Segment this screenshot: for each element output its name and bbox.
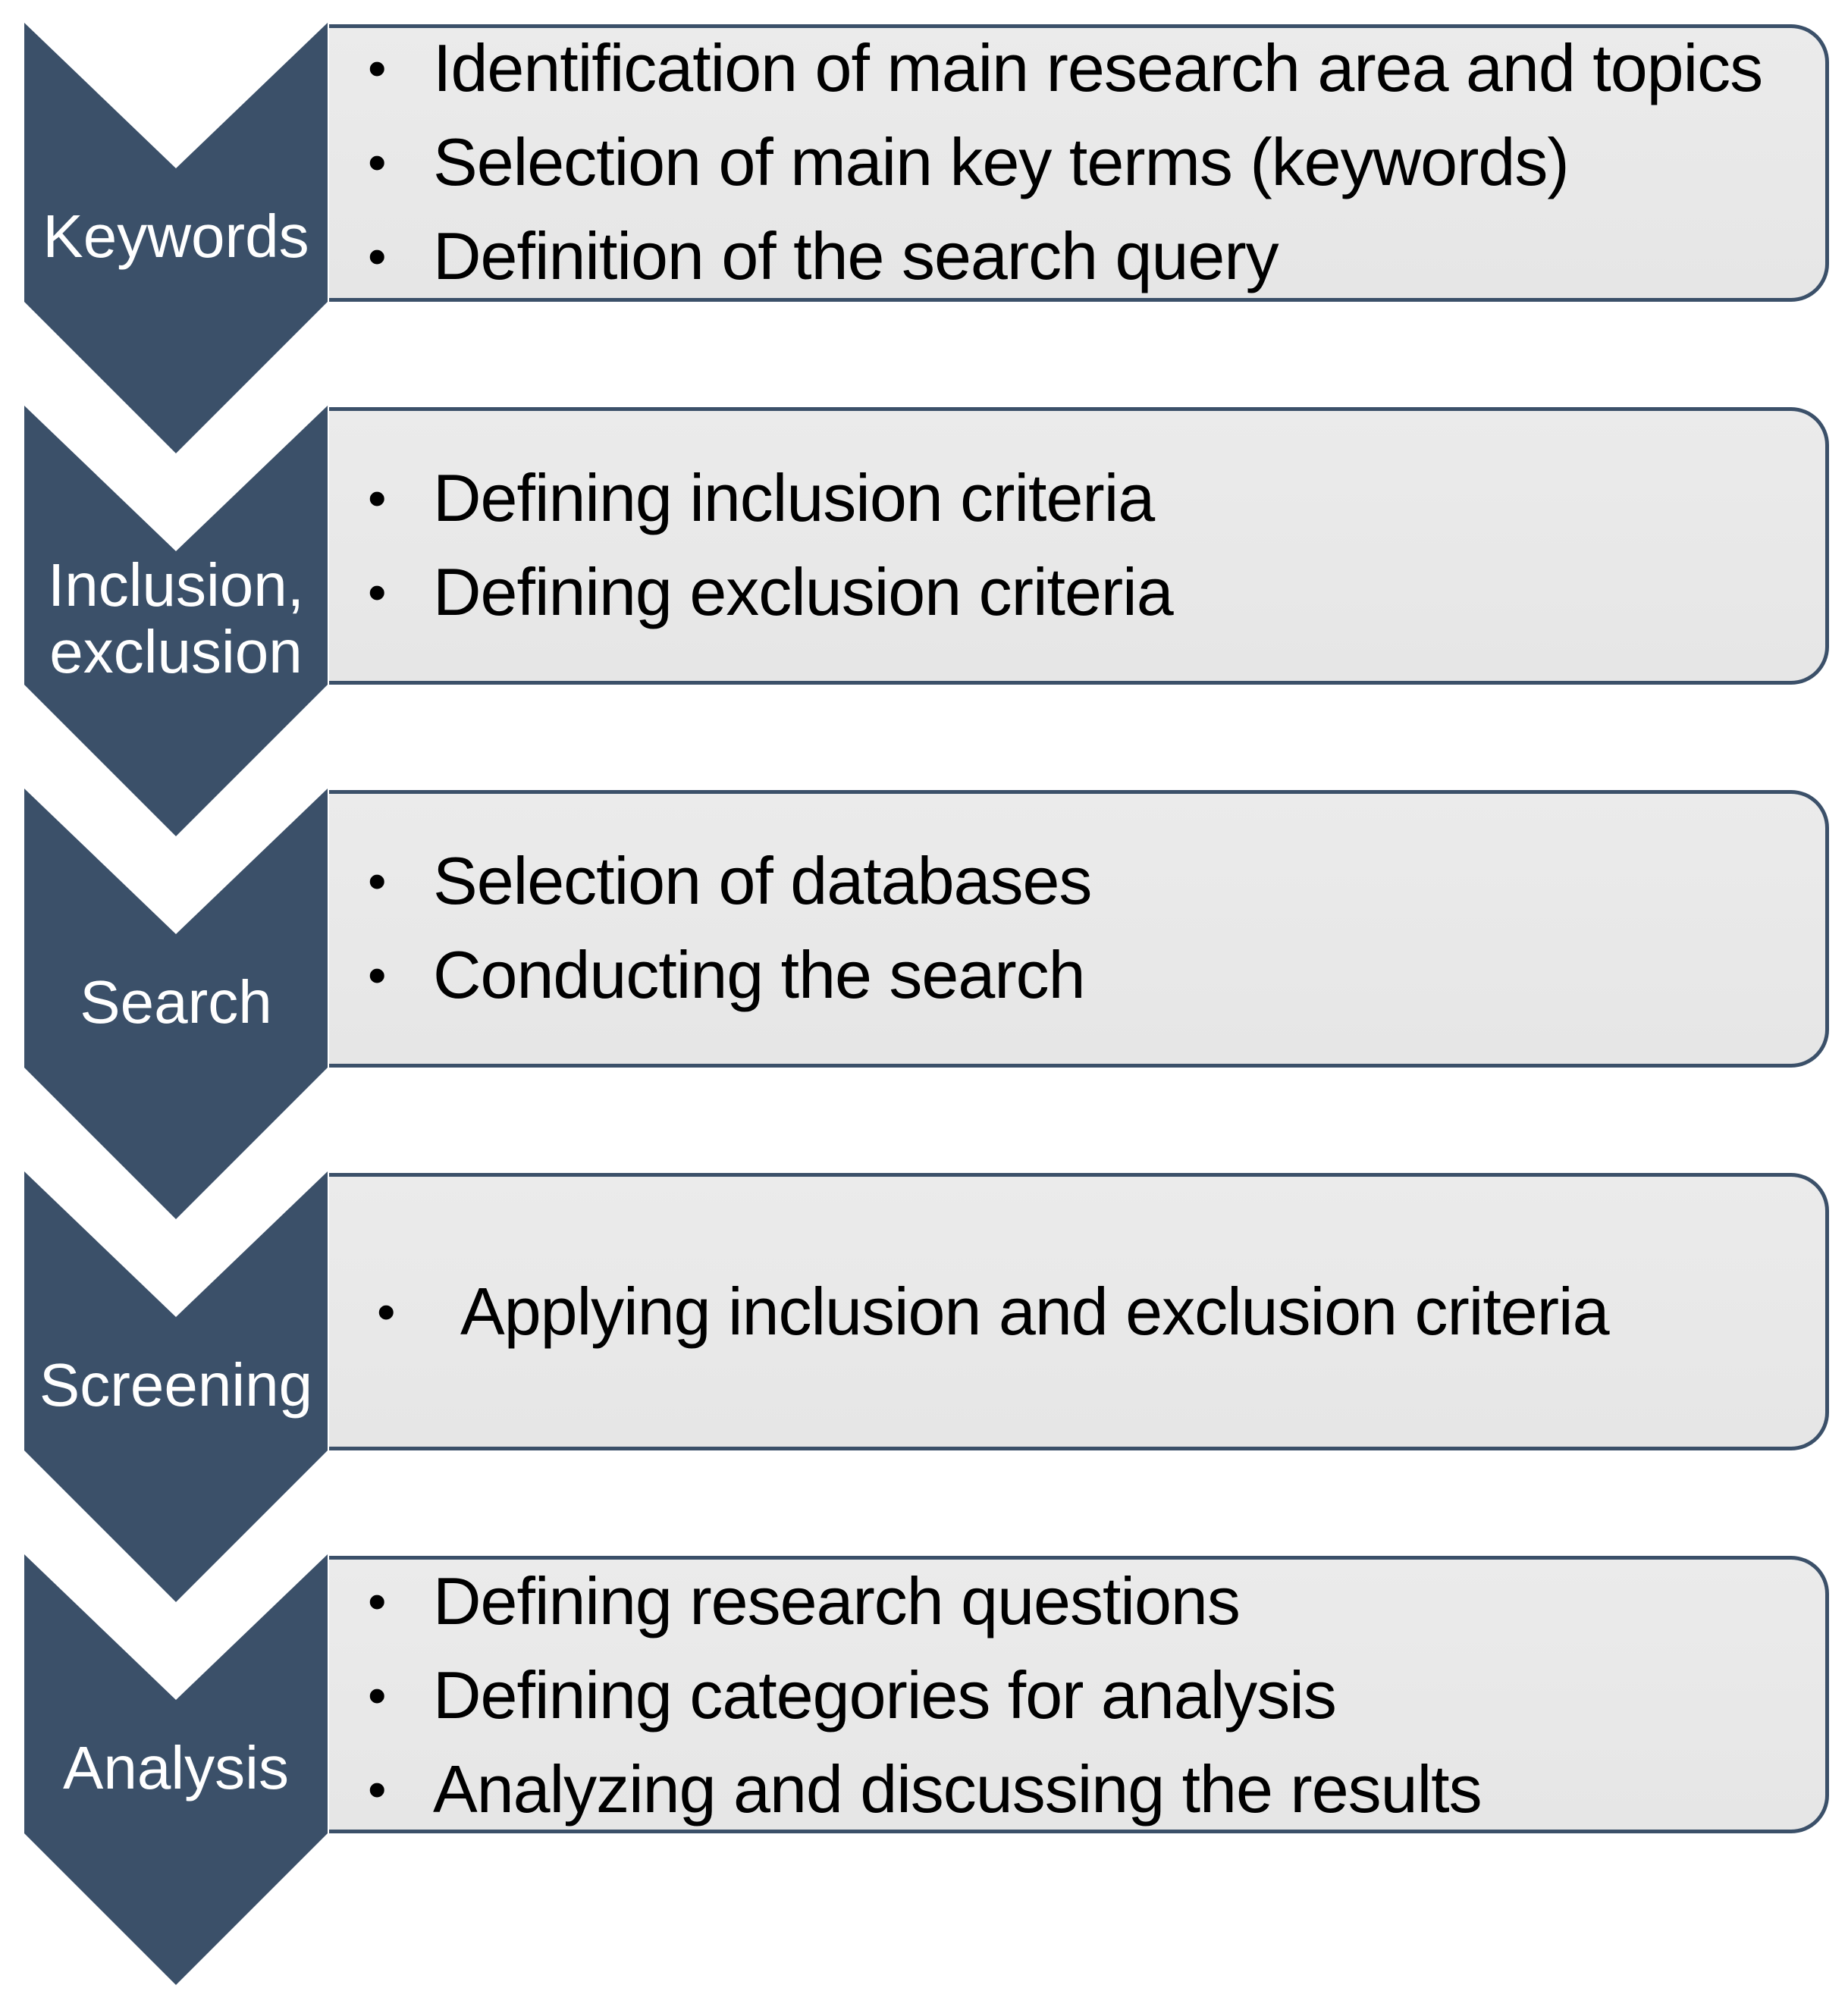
bullet-icon: •	[368, 227, 386, 286]
bullet-icon: •	[368, 133, 386, 192]
list-item: •Conducting the search	[368, 928, 1091, 1022]
bullet-icon: •	[368, 1666, 386, 1725]
list-item: •Defining inclusion criteria	[368, 451, 1173, 545]
step-items-inclusion-exclusion: •Defining inclusion criteria •Defining e…	[368, 451, 1174, 639]
list-item: •Defining categories for analysis	[368, 1648, 1482, 1742]
step-box-keywords	[329, 24, 1829, 302]
bullet-icon: •	[368, 469, 386, 528]
step-box-inclusion-exclusion	[329, 407, 1829, 685]
step-label-inclusion-exclusion: Inclusion, exclusion	[48, 551, 304, 685]
step-items-search: •Selection of databases •Conducting the …	[368, 834, 1092, 1022]
bullet-icon: •	[368, 1760, 386, 1819]
list-item: •Identification of main research area an…	[368, 21, 1763, 115]
bullet-icon: •	[377, 1282, 395, 1341]
chevron-screening	[24, 1171, 328, 1602]
step-label-keywords: Keywords	[42, 202, 309, 270]
step-items-keywords: •Identification of main research area an…	[368, 21, 1763, 303]
bullet-icon: •	[368, 39, 386, 98]
step-box-screening	[329, 1173, 1829, 1450]
chevron-inclusion-exclusion	[24, 406, 328, 836]
bullet-icon: •	[368, 1572, 386, 1631]
list-item: •Definition of the search query	[368, 209, 1762, 303]
step-box-analysis	[329, 1556, 1829, 1833]
bullet-icon: •	[368, 851, 386, 911]
step-items-screening: •Applying inclusion and exclusion criter…	[377, 1265, 1610, 1359]
list-item: •Selection of main key terms (keywords)	[368, 115, 1762, 209]
bullet-icon: •	[368, 945, 386, 1005]
list-item: •Defining exclusion criteria	[368, 545, 1174, 639]
chevron-search	[24, 789, 328, 1219]
list-item: •Applying inclusion and exclusion criter…	[377, 1265, 1610, 1359]
bullet-icon: •	[368, 563, 386, 622]
step-label-search: Search	[80, 968, 272, 1036]
step-label-screening: Screening	[39, 1351, 313, 1419]
step-items-analysis: •Defining research questions •Defining c…	[368, 1554, 1482, 1836]
chevron-analysis	[24, 1554, 328, 1985]
list-item: •Defining research questions	[368, 1554, 1482, 1648]
step-label-analysis: Analysis	[63, 1734, 289, 1801]
list-item: •Selection of databases	[368, 834, 1092, 928]
chevron-keywords	[24, 23, 328, 453]
step-box-search	[329, 790, 1829, 1068]
list-item: •Analyzing and discussing the results	[368, 1742, 1482, 1836]
